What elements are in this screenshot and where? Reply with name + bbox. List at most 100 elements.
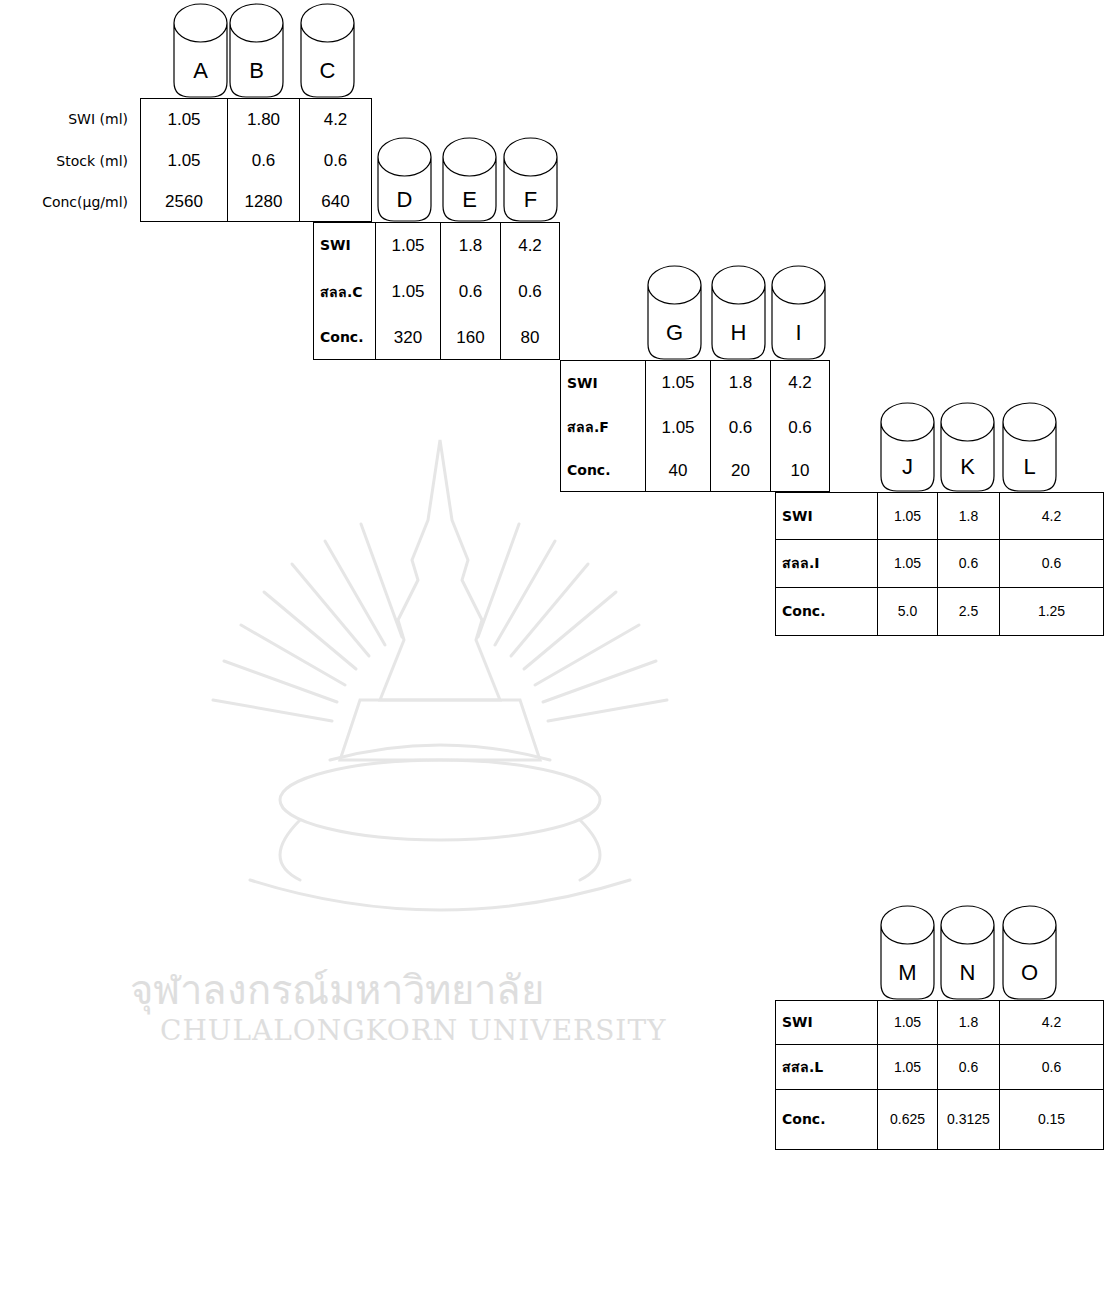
- table-value: 0.6: [518, 282, 542, 302]
- table-cell: 0.6: [938, 1045, 1000, 1090]
- table-value: 0.6: [324, 151, 348, 171]
- table-cell: 0.15: [1000, 1090, 1104, 1150]
- row-header: SWI: [567, 375, 598, 391]
- table-cell: 1.25: [1000, 588, 1104, 636]
- table-value: 0.6: [959, 1059, 978, 1075]
- row-header-cell: Conc.: [560, 450, 645, 492]
- tube-outline: [229, 3, 284, 98]
- table-cell: 4.2: [299, 98, 372, 140]
- table-cell: 4.2: [500, 222, 560, 268]
- table-value: 0.6: [252, 151, 276, 171]
- table-value: 0.15: [1038, 1111, 1065, 1127]
- row-header: SWI (ml): [68, 111, 128, 127]
- table-cell: 1.05: [878, 1045, 938, 1090]
- tube-letter: E: [462, 189, 477, 211]
- table-value: 0.6: [788, 418, 812, 438]
- tube-outline: [880, 402, 935, 492]
- table-value: 1.05: [894, 508, 921, 524]
- table-value: 1.05: [661, 373, 694, 393]
- table-cell: 20: [710, 450, 770, 492]
- table-value: 1.25: [1038, 603, 1065, 619]
- test-tube: L: [1002, 402, 1057, 492]
- table-cell: 1.05: [140, 98, 227, 140]
- table-value: 1.05: [894, 1014, 921, 1030]
- table-cell: 1.05: [878, 540, 938, 588]
- tube-outline-path: [941, 403, 994, 491]
- row-header-cell: SWI: [313, 222, 375, 268]
- tube-letter: N: [960, 962, 976, 984]
- table-cell: 0.6: [1000, 540, 1104, 588]
- test-tube: J: [880, 402, 935, 492]
- table-value: 1280: [245, 192, 283, 212]
- test-tube: H: [711, 265, 766, 360]
- tube-letter: L: [1023, 456, 1035, 478]
- table-value: 4.2: [788, 373, 812, 393]
- tube-outline: [940, 402, 995, 492]
- row-header: Conc.: [320, 329, 363, 345]
- table-value: 0.625: [890, 1111, 925, 1127]
- table-cell: 1.05: [878, 1000, 938, 1045]
- table-cell: 0.6: [770, 405, 830, 450]
- table-cell: 0.6: [710, 405, 770, 450]
- test-tube: A: [173, 3, 228, 98]
- tube-outline-path: [881, 403, 934, 491]
- tube-outline-path: [772, 266, 825, 359]
- table-value: 1.05: [167, 151, 200, 171]
- tube-letter: A: [193, 60, 208, 82]
- row-header-cell: Conc.: [775, 588, 878, 636]
- row-header: สลล.C: [320, 284, 363, 300]
- table-value: 20: [731, 461, 750, 481]
- row-header: Conc.: [782, 603, 825, 619]
- table-value: 320: [394, 328, 422, 348]
- table-cell: 5.0: [878, 588, 938, 636]
- table-cell: 4.2: [770, 360, 830, 405]
- tube-outline: [771, 265, 826, 360]
- row-header-cell: SWI: [560, 360, 645, 405]
- tube-letter: J: [902, 456, 913, 478]
- table-value: 0.6: [1042, 555, 1061, 571]
- row-header: Conc.: [567, 462, 610, 478]
- table-value: 0.6: [729, 418, 753, 438]
- table-cell: 160: [440, 316, 500, 360]
- table-cell: 0.6: [440, 268, 500, 316]
- tube-outline-path: [443, 138, 496, 221]
- test-tube: B: [229, 3, 284, 98]
- table-value: 10: [791, 461, 810, 481]
- table-cell: 1.8: [938, 1000, 1000, 1045]
- row-header-cell: SWI: [775, 492, 878, 540]
- tube-letter: G: [666, 322, 683, 344]
- row-header-cell: Conc.: [775, 1090, 878, 1150]
- table-cell: 320: [375, 316, 440, 360]
- test-tube: N: [940, 905, 995, 1000]
- tube-outline-path: [648, 266, 701, 359]
- tube-letter: F: [524, 189, 537, 211]
- tube-outline-path: [712, 266, 765, 359]
- tube-outline: [1002, 402, 1057, 492]
- test-tube: G: [647, 265, 702, 360]
- table-value: 1.8: [959, 1014, 978, 1030]
- row-header-cell: SWI (ml): [30, 98, 140, 140]
- table-value: 4.2: [1042, 1014, 1061, 1030]
- table-value: 0.6: [459, 282, 483, 302]
- table-value: 4.2: [518, 236, 542, 256]
- table-value: 0.6: [959, 555, 978, 571]
- tube-letter: B: [249, 60, 264, 82]
- table-cell: 0.3125: [938, 1090, 1000, 1150]
- watermark-text: CHULALONGKORN UNIVERSITY: [160, 1014, 667, 1047]
- university-emblem-watermark: [213, 440, 667, 910]
- row-header: สลล.I: [782, 555, 820, 571]
- tube-outline: [173, 3, 228, 98]
- row-header-cell: Conc.: [313, 316, 375, 360]
- table-cell: 4.2: [1000, 1000, 1104, 1045]
- table-value: 1.05: [167, 110, 200, 130]
- table-cell: 1.05: [140, 140, 227, 182]
- table-cell: 10: [770, 450, 830, 492]
- test-tube: C: [300, 3, 355, 98]
- watermark: จุฬาลงกรณ์มหาวิทยาลัย: [130, 958, 544, 1022]
- row-header-cell: SWI: [775, 1000, 878, 1045]
- table-cell: 1.05: [375, 268, 440, 316]
- test-tube: K: [940, 402, 995, 492]
- table-value: 1.8: [959, 508, 978, 524]
- tube-outline: [647, 265, 702, 360]
- table-cell: 40: [645, 450, 710, 492]
